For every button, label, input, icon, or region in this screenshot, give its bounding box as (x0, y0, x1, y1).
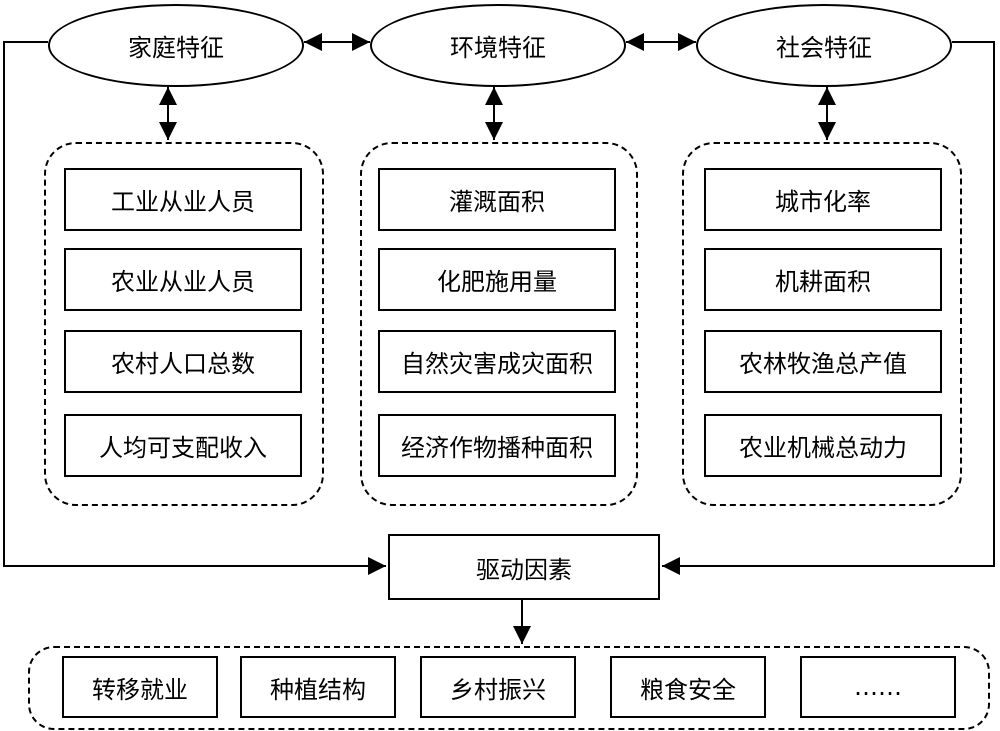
outcome-item: 转移就业 (62, 656, 218, 718)
environment-factor-group (360, 142, 638, 506)
outcome-item: …… (800, 656, 956, 718)
outcome-item: 粮食安全 (610, 656, 766, 718)
family-factor-item: 工业从业人员 (64, 168, 302, 231)
social-factor-group (682, 142, 962, 506)
family-factor-item: 农业从业人员 (64, 248, 302, 311)
family-factor-group (44, 142, 324, 506)
outcome-item: 种植结构 (240, 656, 396, 718)
outcome-item: 乡村振兴 (420, 656, 576, 718)
social-factor-item: 农业机械总动力 (704, 414, 942, 477)
family-characteristics-node: 家庭特征 (48, 4, 304, 87)
environment-factor-item: 灌溉面积 (378, 168, 616, 231)
environment-factor-item: 自然灾害成灾面积 (378, 330, 616, 393)
arrow-family-to-driver (3, 41, 386, 575)
social-factor-item: 机耕面积 (704, 248, 942, 311)
outcomes-group (28, 646, 990, 730)
arrow-social-to-driver (662, 41, 995, 575)
family-factor-item: 农村人口总数 (64, 330, 302, 393)
environment-characteristics-node: 环境特征 (370, 4, 626, 87)
social-factor-item: 城市化率 (704, 168, 942, 231)
social-factor-item: 农林牧渔总产值 (704, 330, 942, 393)
environment-factor-item: 经济作物播种面积 (378, 414, 616, 477)
family-factor-item: 人均可支配收入 (64, 414, 302, 477)
social-characteristics-node: 社会特征 (696, 4, 952, 87)
environment-factor-item: 化肥施用量 (378, 248, 616, 311)
driving-factors-box: 驱动因素 (388, 534, 660, 600)
